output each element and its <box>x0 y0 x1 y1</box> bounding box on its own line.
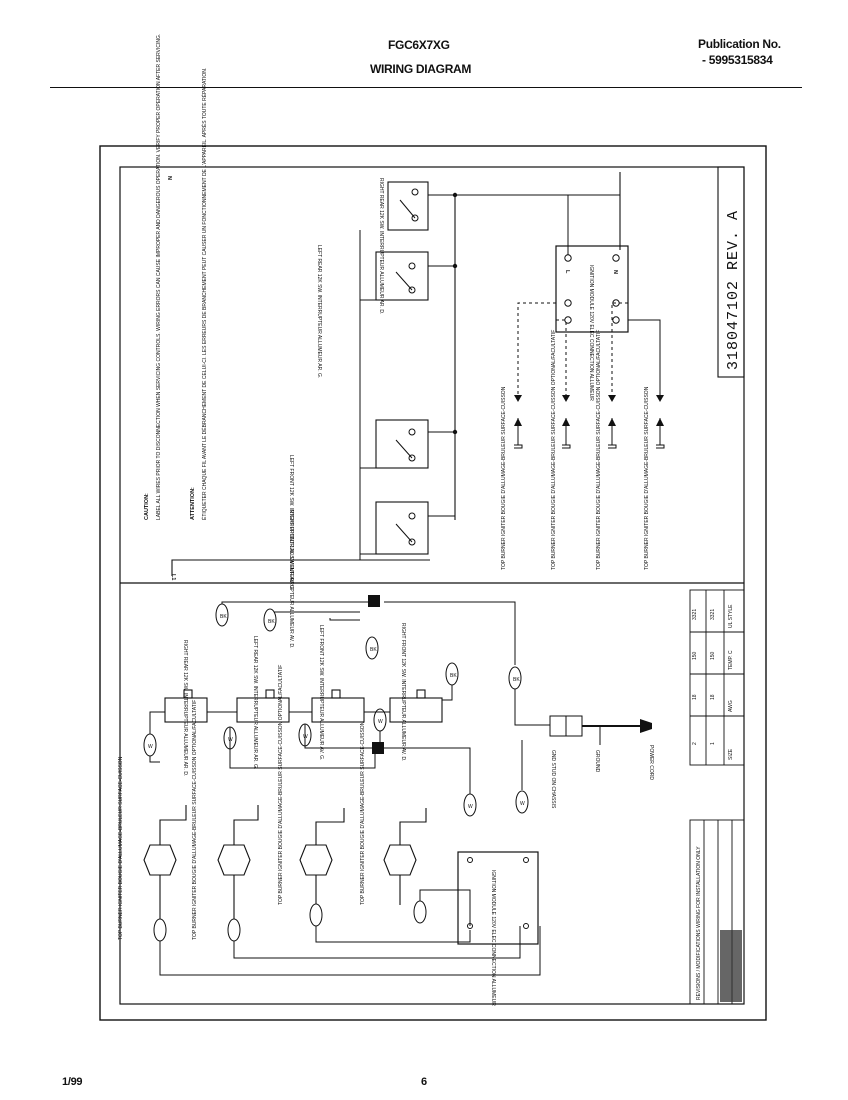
ignitor-label: TOP BURNER IGNITER BOUGIE D'ALLUMAGE-BRU… <box>644 386 650 570</box>
switch-right-front: RIGHT FRONT 12K SW. INTERRUPTEUR ALLUMEU… <box>288 501 429 648</box>
switch-label: RIGHT FRONT 12K SW. INTERRUPTEUR ALLUMEU… <box>288 510 294 648</box>
wire-tag: W <box>378 719 383 725</box>
wire-tag: BK <box>220 614 227 620</box>
pictorial-lower: RIGHT REAR 12K SW. INTERRUPTEUR ALLUMEUR… <box>118 589 745 1006</box>
switch-label: RIGHT FRONT 12K SW. INTERRUPTEUR ALLUMEU… <box>400 623 406 761</box>
spec-cell: 3321 <box>692 609 698 620</box>
spec-cell: 3321 <box>710 609 716 620</box>
neutral-label: N <box>166 176 172 180</box>
drawing-number: 318047102 REV. A <box>725 210 742 370</box>
junction-block-bottom <box>372 742 384 754</box>
switch-label: LEFT FRONT 12K SW. INTERRUPTEUR ALLUMEUR… <box>318 625 324 760</box>
ignition-module-lower: IGNITION MODULE 120V ELEC CONNECTION ALL… <box>457 851 539 1006</box>
model-number: FGC6X7XG <box>388 38 450 52</box>
ignitor-label: TOP BURNER IGNITER BOUGIE D'ALLUMAGE-BRU… <box>360 721 366 905</box>
spec-cell: TEMP. C <box>728 650 734 670</box>
switch-label: LEFT REAR 12K SW. INTERRUPTEUR ALLUMEUR … <box>252 636 258 769</box>
publication-number: - 5995315834 <box>702 53 773 67</box>
attention-text: ÉTIQUETER CHAQUE FIL AVANT LE DÉBRANCHEM… <box>201 68 208 520</box>
caution-title: CAUTION: <box>144 493 150 520</box>
module-label: IGNITION MODULE 120V ELEC CONNECTION ALL… <box>490 870 496 1006</box>
module-terminal-l: L <box>564 270 570 274</box>
spec-cell: 2 <box>692 742 698 745</box>
wire-tag: BK <box>450 673 457 679</box>
wire-tag: W <box>468 804 473 810</box>
ignitor-label: TOP BURNER IGNITER BOUGIE D'ALLUMAGE-BRU… <box>118 756 124 940</box>
spec-cell: 18 <box>710 694 716 700</box>
switch-label: RIGHT REAR 12K SW. INTERRUPTEUR ALLUMEUR… <box>182 640 188 776</box>
spec-cell: 1 <box>710 742 716 745</box>
spec-cell: 150 <box>692 651 698 660</box>
wire-tag: W <box>148 744 153 750</box>
spec-cell: AWG <box>728 700 734 712</box>
attention-title: ATTENTION: <box>190 487 196 520</box>
spec-cell: UL STYLE <box>728 604 734 628</box>
switch-left-front: LEFT FRONT 12K SW. INTERRUPTEUR ALLUMEUR… <box>288 419 429 590</box>
ignitor-label: TOP BURNER IGNITER BOUGIE D'ALLUMAGE-BRU… <box>501 386 507 570</box>
wire-tag: BK <box>268 619 275 625</box>
switch-left-rear: LEFT REAR 12K SW. INTERRUPTEUR ALLUMEUR … <box>316 245 429 378</box>
ignition-module-upper: L N IGNITION MODULE 120V ELEC CONNECTION… <box>555 245 629 401</box>
module-label: IGNITION MODULE 120V ELEC CONNECTION ALL… <box>588 265 594 401</box>
ignitor-label: TOP BURNER IGNITER BOUGIE D'ALLUMAGE-BRU… <box>551 330 557 570</box>
line-label: L1 <box>170 574 176 580</box>
ground-label: GROUND <box>594 750 600 773</box>
header-rule <box>50 87 802 88</box>
ignitor-label: TOP BURNER IGNITER BOUGIE D'ALLUMAGE-BRU… <box>278 665 284 905</box>
publication-label: Publication No. <box>698 37 781 51</box>
schematic-upper: L1 N CAUTION: LABEL ALL WIRES PRIOR TO D… <box>144 34 745 648</box>
wire-tag: W <box>520 801 525 807</box>
inner-frame <box>119 166 745 1005</box>
power-cord: POWER CORD GROUND GND STUD ON CHASSIS <box>549 715 654 809</box>
switch-label: RIGHT REAR 12K SW. INTERRUPTEUR ALLUMEUR… <box>378 178 384 314</box>
footer-date: 1/99 <box>62 1076 83 1088</box>
outer-frame <box>99 145 767 1021</box>
spec-cell: SIZE <box>728 748 734 760</box>
chassis-label: GND STUD ON CHASSIS <box>550 750 556 809</box>
revision-notes: REVISIONS / MODIFICATIONS WIRING FOR INS… <box>696 846 702 1000</box>
switch-right-rear: RIGHT REAR 12K SW. INTERRUPTEUR ALLUMEUR… <box>378 178 429 314</box>
cord-label: POWER CORD <box>648 745 654 780</box>
module-terminal-n: N <box>612 270 618 274</box>
spec-cell: 18 <box>692 694 698 700</box>
wire-tag: BK <box>370 647 377 653</box>
wire-tag: BK <box>513 677 520 683</box>
page-number: 6 <box>421 1076 427 1088</box>
switch-label: LEFT REAR 12K SW. INTERRUPTEUR ALLUMEUR … <box>316 245 322 378</box>
switch-label: LEFT FRONT 12K SW. INTERRUPTEUR ALLUMEUR… <box>288 455 294 590</box>
spec-table <box>689 589 745 766</box>
ignitor-label: TOP BURNER IGNITER BOUGIE D'ALLUMAGE-BRU… <box>596 330 602 570</box>
page-title: WIRING DIAGRAM <box>370 62 472 76</box>
caution-text: LABEL ALL WIRES PRIOR TO DISCONNECTION W… <box>156 34 162 520</box>
ignitor-label: TOP BURNER IGNITER BOUGIE D'ALLUMAGE-BRU… <box>192 700 198 940</box>
spec-cell: 150 <box>710 651 716 660</box>
junction-block-top <box>368 595 380 607</box>
